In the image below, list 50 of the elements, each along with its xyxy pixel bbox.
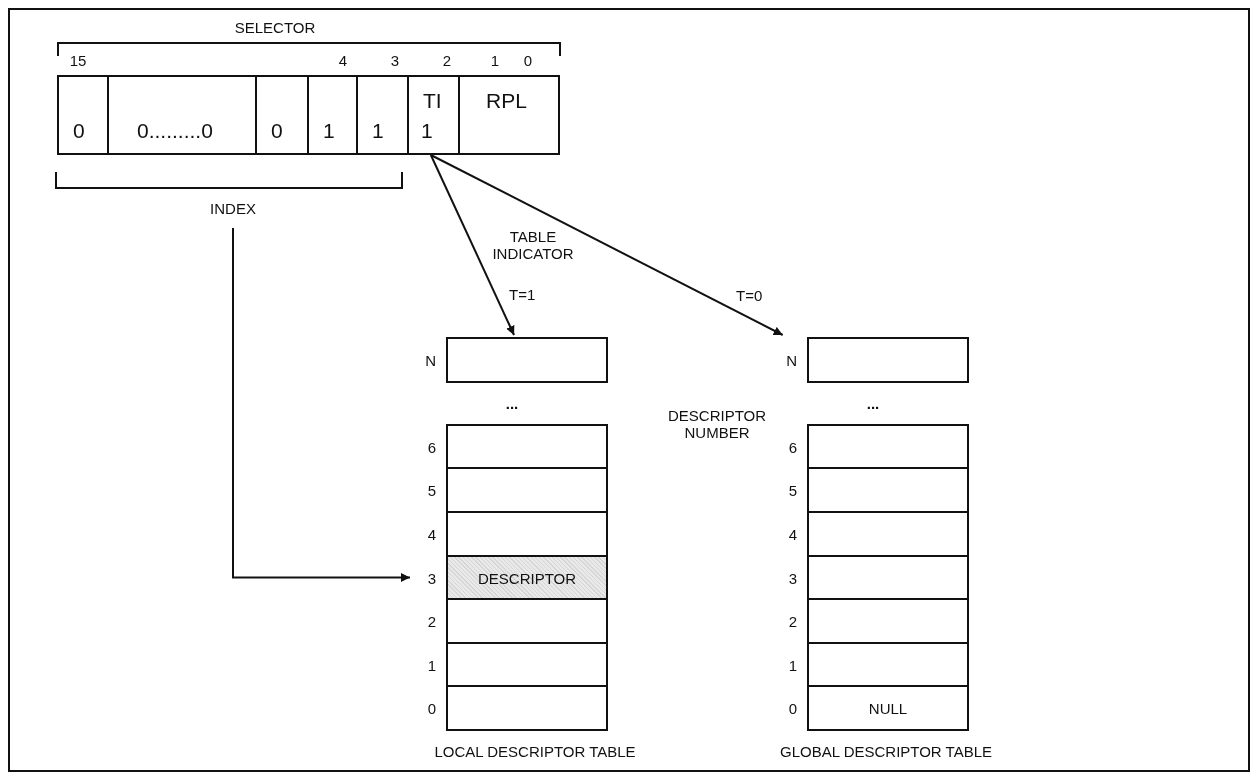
entry-number: 3	[427, 569, 436, 586]
table-caption: GLOBAL DESCRIPTOR TABLE	[780, 743, 992, 761]
bit-number: 3	[390, 52, 400, 70]
arrow	[429, 154, 516, 336]
entry-number: 5	[788, 481, 797, 499]
selector-bit-field	[356, 75, 409, 155]
entry-text: DESCRIPTOR	[477, 569, 577, 586]
bit-number: 0	[523, 52, 533, 70]
entry-number: 4	[427, 525, 436, 543]
ellipsis: ...	[505, 395, 519, 413]
bit-number: 15	[69, 52, 87, 70]
field-description: TABLE INDICATOR	[491, 228, 575, 263]
entry-number: 2	[427, 612, 436, 630]
bit-value: 0.........0	[137, 119, 213, 143]
selector-bit-field	[255, 75, 309, 155]
entry-number: 6	[427, 438, 436, 455]
arrow	[429, 154, 784, 336]
entry-number: 5	[427, 481, 436, 499]
selector-title: SELECTOR	[234, 19, 316, 37]
entry-number: 0	[788, 699, 797, 717]
entry-number: 0	[427, 699, 436, 717]
bit-value: RPL	[486, 89, 527, 113]
entry-number: 2	[788, 612, 797, 630]
index-label: INDEX	[192, 200, 274, 222]
bit-value: 1	[323, 119, 335, 143]
bit-number: 2	[442, 52, 452, 70]
field-name: TI	[423, 89, 442, 113]
ellipsis: ...	[866, 395, 880, 413]
bit-number: 1	[490, 52, 500, 70]
bit-number: 4	[338, 52, 348, 70]
entry-number: 1	[788, 656, 797, 673]
entry-text: NULL	[868, 699, 908, 717]
bit-value: 1	[372, 119, 384, 143]
selector-bit-field	[307, 75, 358, 155]
selector-bit-field	[107, 75, 257, 155]
selector-bit-field	[407, 75, 460, 155]
table-caption: LOCAL DESCRIPTOR TABLE	[434, 743, 636, 761]
selector-bit-field	[57, 75, 109, 155]
entry-number: N	[786, 351, 797, 369]
bit-value: 0	[271, 119, 283, 143]
bit-value: 1	[421, 119, 433, 143]
entry-number: 6	[788, 438, 797, 455]
entry-number: 3	[788, 569, 797, 586]
entry-number: N	[425, 351, 436, 369]
arrow	[232, 227, 411, 582]
selector-bit-field	[458, 75, 560, 155]
entry-number: 1	[427, 656, 436, 673]
bit-value: 0	[73, 119, 85, 143]
axis-caption: DESCRIPTOR NUMBER	[666, 407, 768, 442]
entry-number: 4	[788, 525, 797, 543]
